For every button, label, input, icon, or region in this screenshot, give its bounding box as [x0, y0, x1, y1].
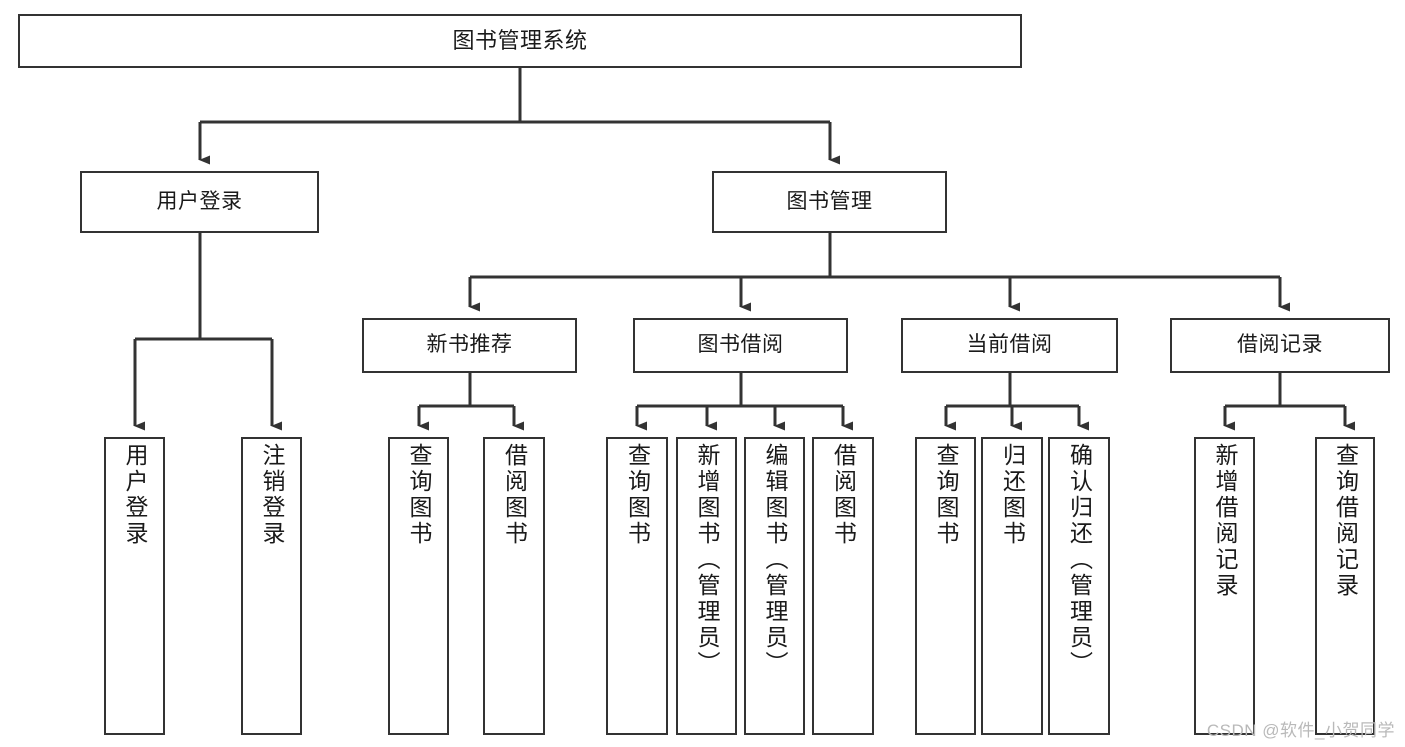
- node-leaf-borrow-book[interactable]: 借阅图书: [812, 437, 874, 735]
- node-label-leaf-confirm-return: 确认归还（管理员）: [1066, 443, 1093, 677]
- node-book-borrow[interactable]: 图书借阅: [633, 318, 848, 373]
- node-label-root: 图书管理系统: [452, 28, 588, 54]
- node-borrow-record[interactable]: 借阅记录: [1170, 318, 1390, 373]
- node-label-leaf-add-borrow-record: 新增借阅记录: [1212, 443, 1238, 599]
- node-current-borrow[interactable]: 当前借阅: [901, 318, 1118, 373]
- node-label-borrow-record: 借阅记录: [1237, 333, 1323, 357]
- node-leaf-add-borrow-record[interactable]: 新增借阅记录: [1194, 437, 1255, 735]
- node-leaf-edit-book[interactable]: 编辑图书（管理员）: [744, 437, 805, 735]
- node-label-leaf-borrow-book-new: 借阅图书: [501, 443, 528, 547]
- node-label-leaf-edit-book: 编辑图书（管理员）: [762, 443, 788, 677]
- node-label-leaf-query-book-current: 查询图书: [933, 443, 959, 547]
- node-leaf-query-borrow-record[interactable]: 查询借阅记录: [1315, 437, 1375, 735]
- node-label-book-management: 图书管理: [786, 189, 873, 213]
- node-leaf-confirm-return[interactable]: 确认归还（管理员）: [1048, 437, 1110, 735]
- node-leaf-logout[interactable]: 注销登录: [241, 437, 302, 735]
- node-leaf-query-book-current[interactable]: 查询图书: [915, 437, 976, 735]
- node-leaf-user-login[interactable]: 用户登录: [104, 437, 165, 735]
- node-label-new-book-recommend: 新书推荐: [426, 333, 513, 357]
- node-root[interactable]: 图书管理系统: [18, 14, 1022, 68]
- node-label-leaf-logout: 注销登录: [259, 443, 285, 547]
- node-leaf-query-book[interactable]: 查询图书: [606, 437, 668, 735]
- csdn-watermark: CSDN @软件_小贺同学: [1206, 721, 1395, 740]
- node-new-book-recommend[interactable]: 新书推荐: [362, 318, 577, 373]
- node-leaf-query-book-new[interactable]: 查询图书: [388, 437, 449, 735]
- node-label-leaf-query-borrow-record: 查询借阅记录: [1332, 443, 1359, 599]
- node-leaf-borrow-book-new[interactable]: 借阅图书: [483, 437, 545, 735]
- node-leaf-return-book[interactable]: 归还图书: [981, 437, 1043, 735]
- node-label-leaf-user-login: 用户登录: [122, 443, 148, 547]
- node-leaf-add-book[interactable]: 新增图书（管理员）: [676, 437, 737, 735]
- node-book-management[interactable]: 图书管理: [712, 171, 947, 233]
- node-label-leaf-query-book: 查询图书: [624, 443, 651, 547]
- node-label-current-borrow: 当前借阅: [966, 333, 1053, 357]
- node-label-leaf-borrow-book: 借阅图书: [830, 443, 857, 547]
- node-label-leaf-query-book-new: 查询图书: [406, 443, 432, 547]
- node-label-book-borrow: 图书借阅: [697, 333, 784, 357]
- node-label-leaf-return-book: 归还图书: [999, 443, 1026, 547]
- node-user-login[interactable]: 用户登录: [80, 171, 319, 233]
- node-label-user-login: 用户登录: [156, 189, 243, 213]
- node-label-leaf-add-book: 新增图书（管理员）: [694, 443, 720, 677]
